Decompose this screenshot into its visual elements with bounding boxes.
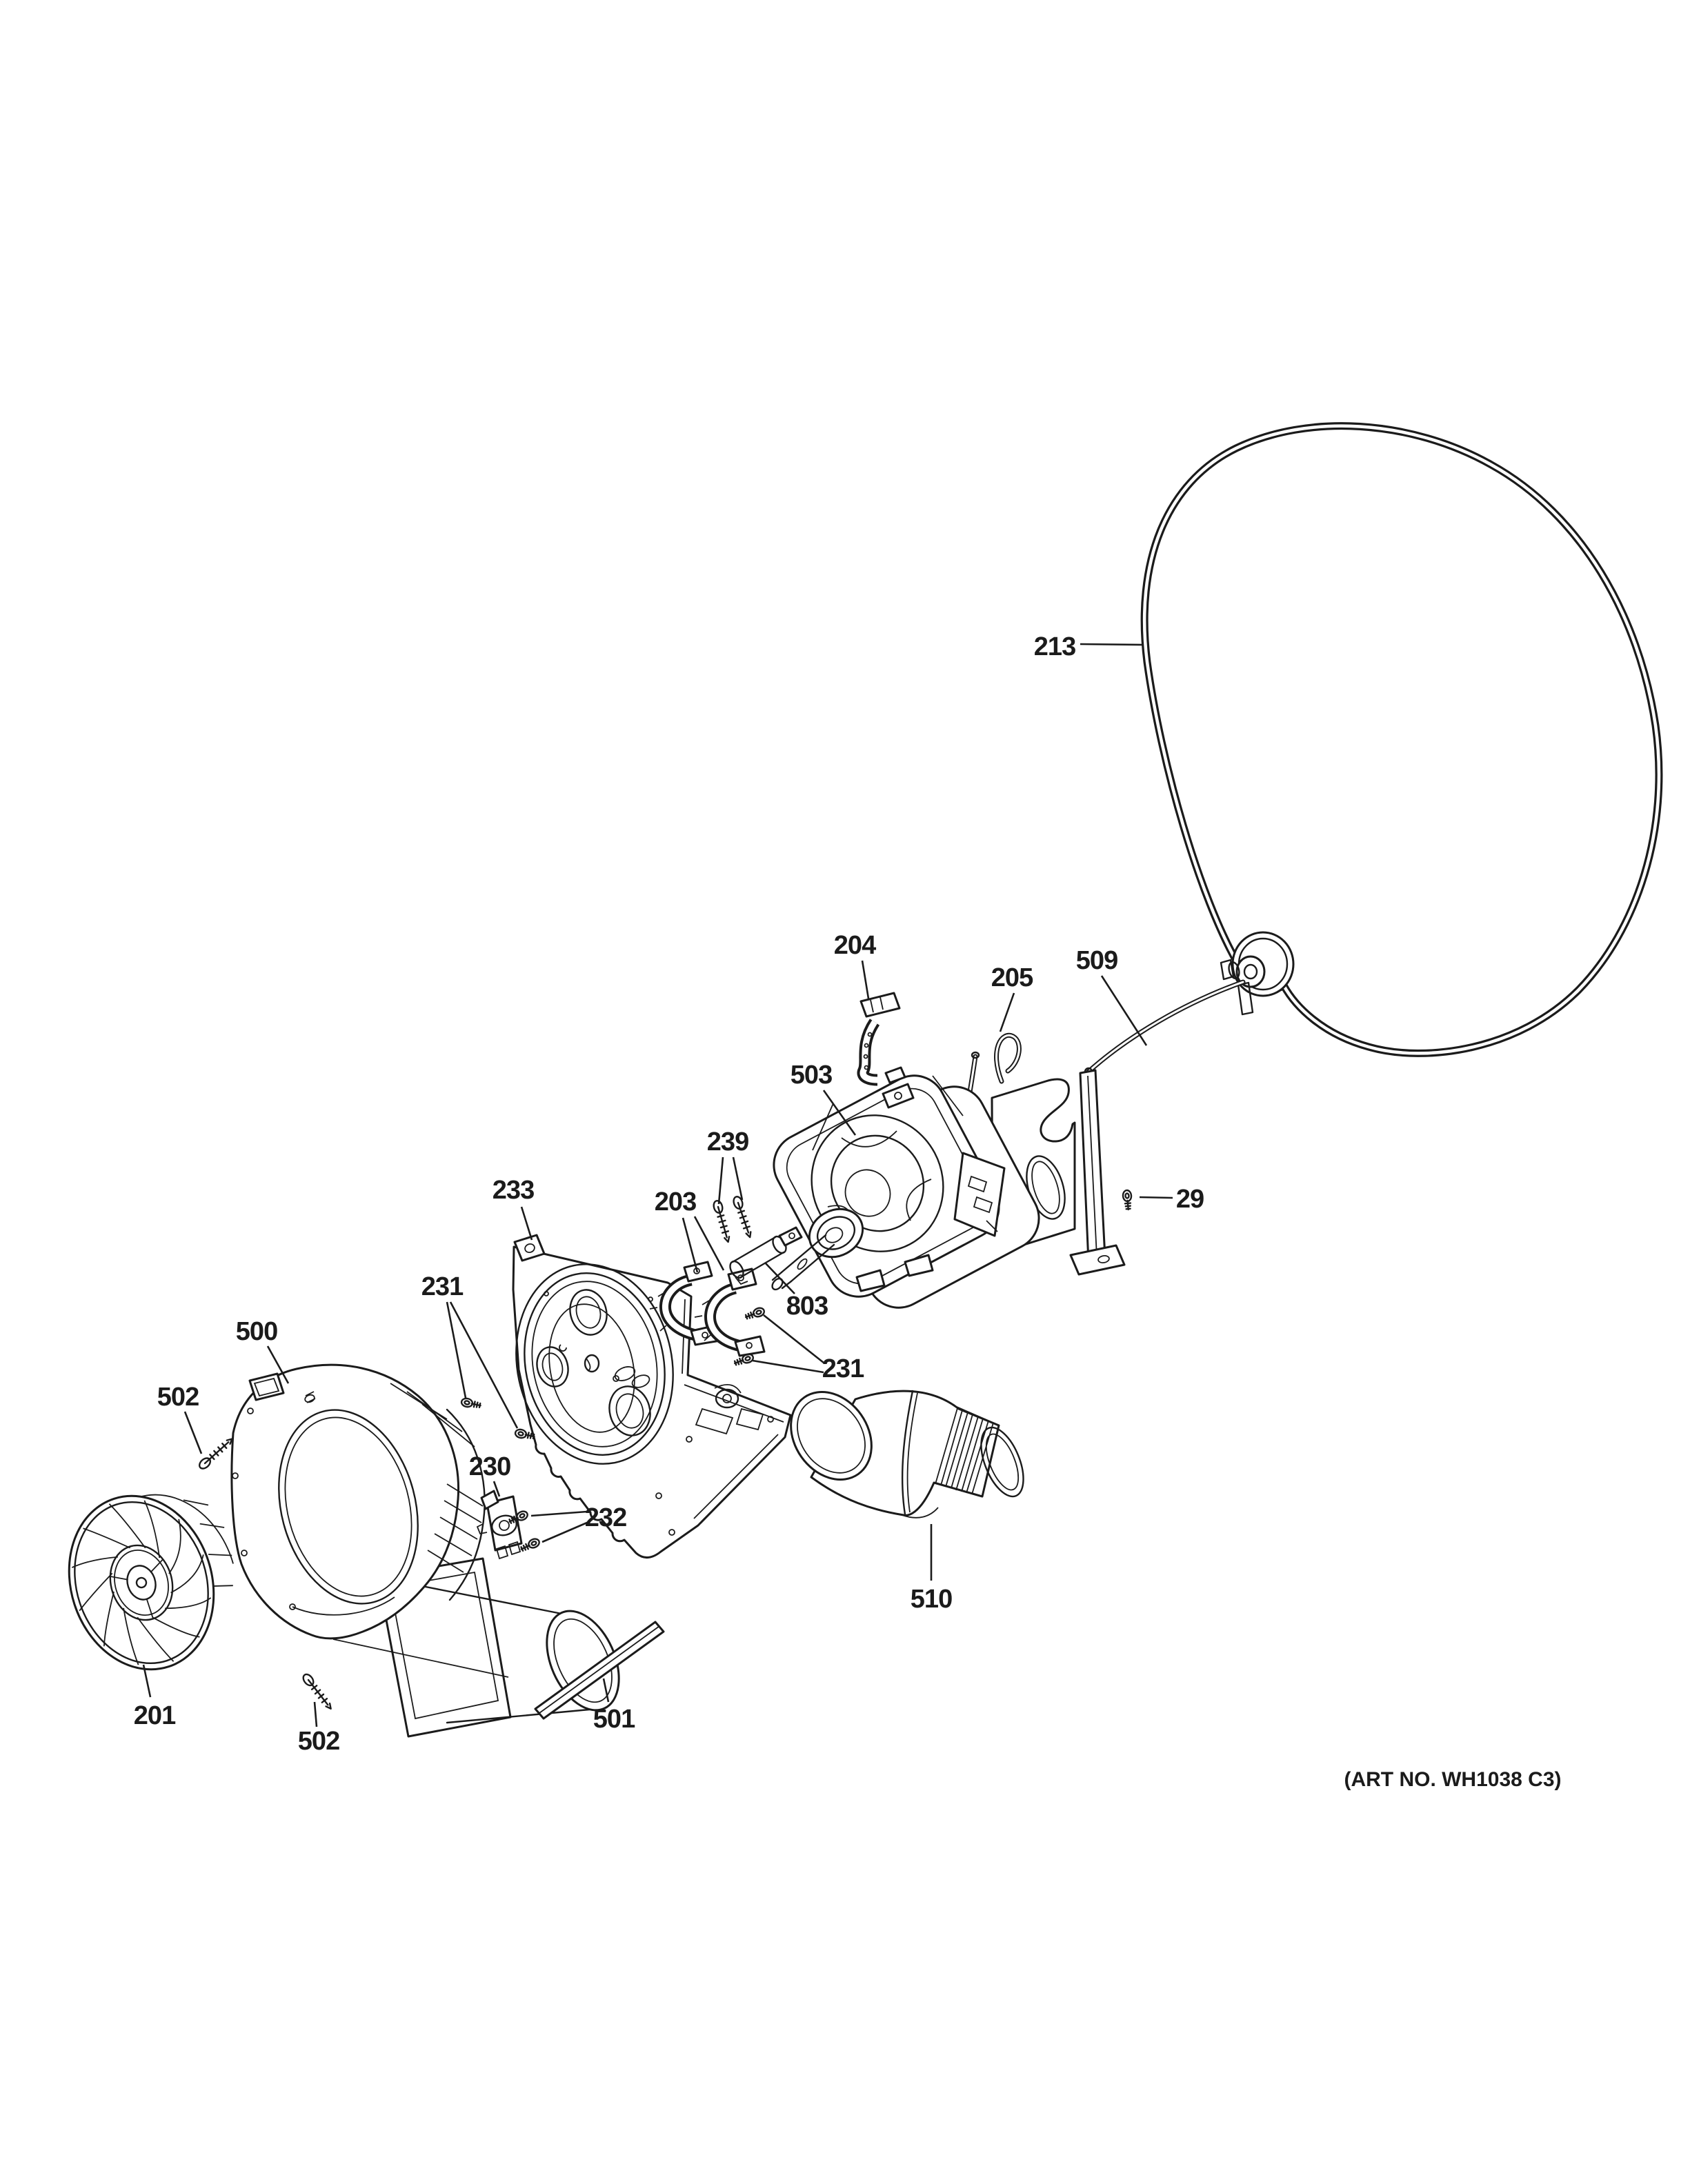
drum-belt-drawing: [1140, 422, 1663, 1057]
part-label-502-housing-screw-lower: 502: [298, 1701, 340, 1756]
part-number-text: 501: [593, 1705, 635, 1734]
leader-line: [541, 1521, 588, 1543]
part-label-203-motor-clamps: 203: [655, 1188, 725, 1273]
part-label-231-bulkhead-screws: 231: [421, 1272, 519, 1429]
part-label-201-blower-wheel: 201: [134, 1664, 177, 1730]
part-label-501-felt-seal: 501: [593, 1678, 636, 1734]
leader-line: [266, 1345, 290, 1384]
blower-wheel-drawing: [68, 1494, 234, 1671]
part-number-text: 29: [1176, 1185, 1204, 1214]
part-number-text: 231: [421, 1272, 464, 1301]
leader-line: [763, 1314, 824, 1364]
part-number-text: 204: [834, 931, 876, 960]
leader-line: [732, 1156, 744, 1201]
part-number-text: 230: [469, 1452, 510, 1481]
felt-seal-drawing: [534, 1621, 665, 1720]
part-number-text: 213: [1034, 632, 1075, 661]
leader-line: [183, 1411, 203, 1454]
leader-line: [765, 1263, 795, 1294]
leader-line: [530, 1510, 588, 1517]
leader-line: [449, 1301, 519, 1429]
part-label-233-blower-bulkhead: 233: [493, 1176, 535, 1241]
bracket-screw-drawing: [1122, 1189, 1133, 1211]
part-number-text: 233: [493, 1176, 534, 1205]
leader-line: [313, 1701, 318, 1727]
part-label-509-idler-arm: 509: [1076, 946, 1148, 1046]
part-number-text: 232: [585, 1503, 626, 1532]
part-number-text: 231: [822, 1354, 864, 1383]
leader-line: [752, 1359, 824, 1374]
drum-shaft-drawing: [729, 1226, 803, 1285]
part-labels-layer: 213 204 503 509 205 29 239 233 203 803 231 231 500 50…: [134, 632, 1204, 1756]
leader-line: [693, 1216, 725, 1271]
part-number-text: 201: [134, 1701, 176, 1730]
leader-line: [1080, 643, 1144, 646]
art-number: (ART NO. WH1038 C3): [1344, 1768, 1561, 1791]
idler-pulley-drawing: [1220, 931, 1295, 1016]
part-label-510-exhaust-duct: 510: [911, 1524, 953, 1614]
blower-housing-drawing: [230, 1363, 620, 1738]
leader-line: [1139, 1196, 1173, 1199]
part-number-text: 239: [707, 1128, 748, 1156]
part-number-text: 502: [157, 1383, 199, 1412]
part-label-502-housing-screw-upper: 502: [157, 1383, 203, 1454]
part-label-205-motor-bracket: 205: [991, 963, 1034, 1032]
bulkhead-screws-drawing: [459, 1396, 537, 1442]
blower-bulkhead-drawing: [512, 1234, 792, 1559]
part-label-503-drive-motor: 503: [791, 1061, 857, 1136]
part-label-500-blower-housing: 500: [236, 1317, 290, 1384]
exhaust-duct-drawing: [790, 1390, 1024, 1519]
leader-line: [142, 1664, 152, 1698]
part-label-204-wire-harness: 204: [834, 931, 877, 999]
part-label-803-drum-shaft: 803: [765, 1263, 828, 1321]
part-label-213-drum-belt: 213: [1034, 632, 1144, 661]
part-number-text: 203: [655, 1188, 696, 1216]
leader-line: [602, 1678, 610, 1703]
part-number-text: 509: [1076, 946, 1117, 975]
leader-line: [861, 960, 870, 999]
drive-motor-drawing: [771, 1074, 1040, 1309]
leader-line: [446, 1301, 467, 1399]
leader-line: [1100, 975, 1148, 1046]
part-number-text: 502: [298, 1727, 339, 1756]
leader-line: [717, 1156, 724, 1205]
leader-line: [682, 1217, 699, 1273]
leader-line: [999, 992, 1015, 1032]
part-label-232-thermostat-screws: 232: [530, 1503, 627, 1543]
part-number-text: 803: [786, 1292, 828, 1321]
part-number-text: 510: [911, 1585, 952, 1614]
part-label-231-clamp-screws: 231: [752, 1314, 865, 1383]
part-number-text: 205: [991, 963, 1033, 992]
part-number-text: 500: [236, 1317, 277, 1346]
idler-arm-drawing: [1084, 979, 1246, 1076]
leader-line: [822, 1090, 857, 1136]
part-label-239-motor-clamp-screws: 239: [707, 1128, 749, 1205]
wire-harness-drawing: [857, 992, 906, 1086]
safety-thermostat-drawing: [476, 1490, 523, 1560]
part-label-29-bracket-screw: 29: [1139, 1185, 1204, 1214]
leader-line: [493, 1481, 501, 1497]
part-number-text: 503: [791, 1061, 832, 1090]
leader-line: [520, 1206, 533, 1241]
motor-clamps-drawing: [649, 1261, 766, 1357]
part-label-230-safety-thermostat: 230: [469, 1452, 511, 1497]
